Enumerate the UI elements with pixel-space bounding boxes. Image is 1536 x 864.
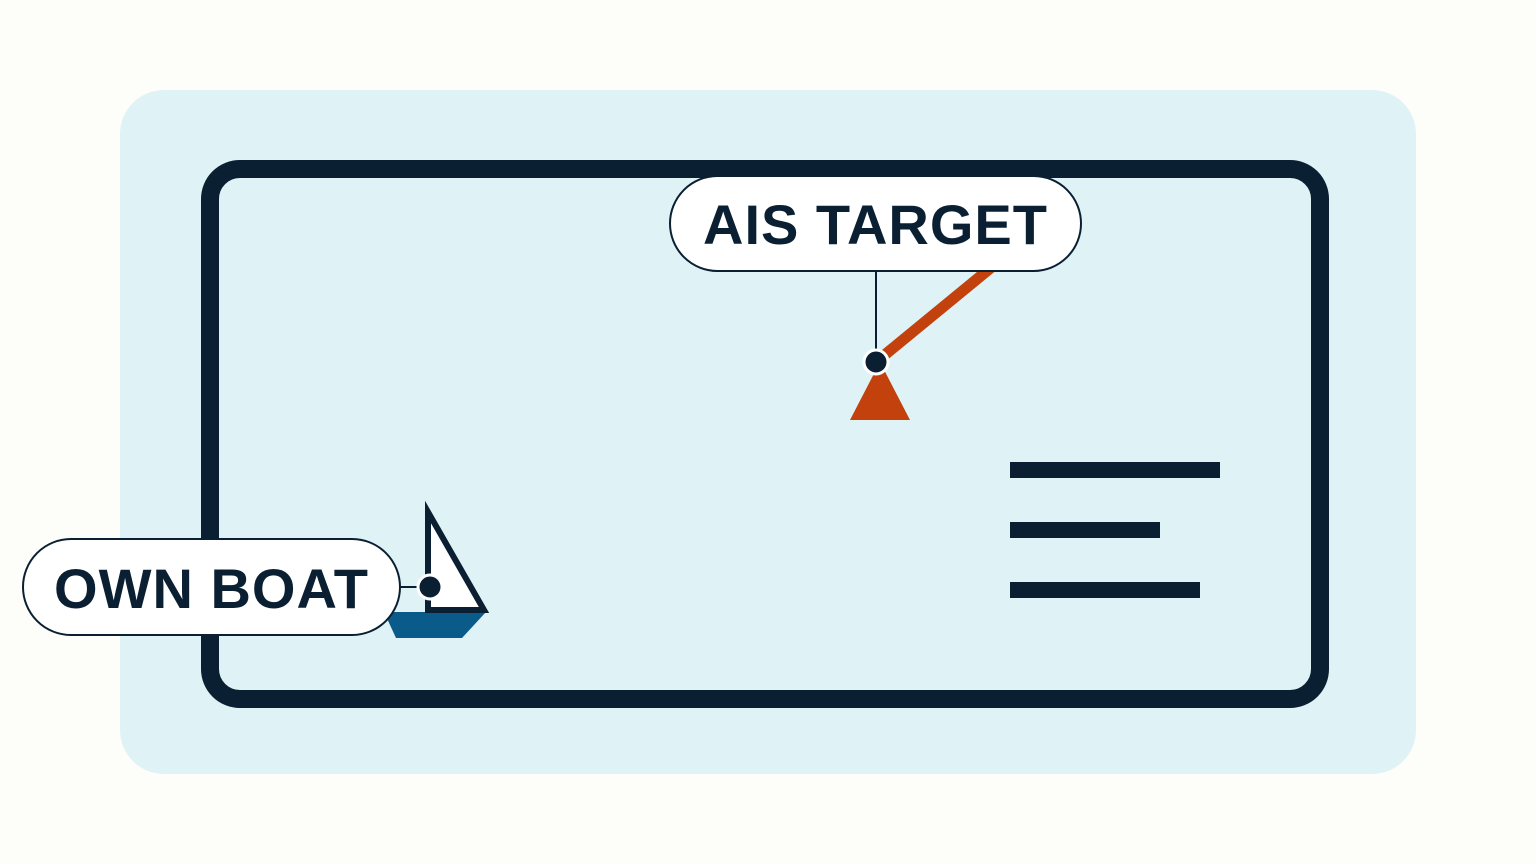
text-line xyxy=(1010,582,1200,598)
ais-target-anchor-dot xyxy=(862,348,890,376)
own-boat-anchor-dot xyxy=(416,573,444,601)
own-boat-label-pill xyxy=(22,538,401,636)
ais-target-label-pill xyxy=(669,175,1082,272)
ais-target-label: AIS TARGET xyxy=(669,175,1082,272)
display-frame xyxy=(201,160,1329,708)
text-line xyxy=(1010,462,1220,478)
ais-target-label-text: AIS TARGET xyxy=(703,193,1048,256)
text-lines-icon xyxy=(1010,462,1220,598)
triangle-icon xyxy=(850,362,910,420)
text-line xyxy=(1010,522,1160,538)
boat-hull xyxy=(384,612,486,638)
own-boat-label: OWN BOAT xyxy=(22,538,401,636)
own-boat-label-text: OWN BOAT xyxy=(54,557,369,620)
